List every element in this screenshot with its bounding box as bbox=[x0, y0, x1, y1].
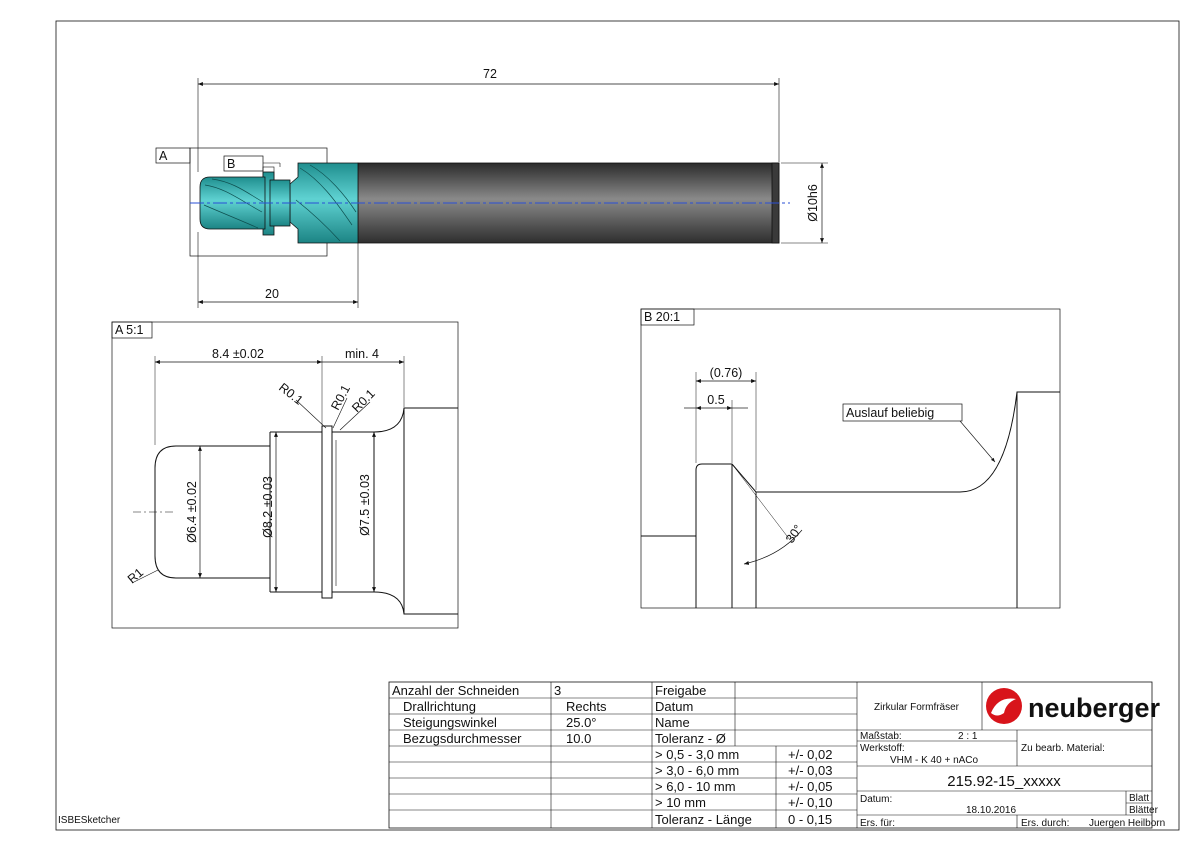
brand-logo-icon bbox=[986, 688, 1022, 724]
tool-name: Zirkular Formfräser bbox=[874, 702, 960, 713]
drawing-frame bbox=[55, 20, 1180, 831]
dim-dia-82: Ø8.2 ±0.03 bbox=[261, 476, 275, 538]
dim-dia-64: Ø6.4 ±0.02 bbox=[185, 481, 199, 543]
release-datum: Datum bbox=[655, 699, 693, 714]
tolerance-range-3: > 10 mm bbox=[655, 795, 706, 810]
tolerance-range-0: > 0,5 - 3,0 mm bbox=[655, 747, 739, 762]
date-label: Datum: bbox=[860, 794, 892, 805]
workpiece-label: Zu bearb. Material: bbox=[1021, 743, 1105, 754]
part-number: 215.92-15_xxxxx bbox=[947, 773, 1061, 790]
spec-value-2: 25.0° bbox=[566, 715, 597, 730]
tolerance-range-1: > 3,0 - 6,0 mm bbox=[655, 763, 739, 778]
detail-a-title: A 5:1 bbox=[115, 323, 144, 337]
spec-value-3: 10.0 bbox=[566, 731, 591, 746]
detail-a-marker: A bbox=[159, 149, 168, 163]
scale-label: Maßstab: bbox=[860, 731, 902, 742]
dim-total-length: 72 bbox=[483, 67, 497, 81]
radius-label-2: R0.1 bbox=[328, 382, 353, 412]
material-value: VHM - K 40 + nACo bbox=[890, 755, 979, 766]
radius-label-3: R0.1 bbox=[349, 387, 378, 416]
dim-shank-diameter: Ø10h6 bbox=[806, 184, 820, 222]
tolerance-range-2: > 6,0 - 10 mm bbox=[655, 779, 736, 794]
dim-ref-076: (0.76) bbox=[710, 366, 743, 380]
tolerance-value-1: +/- 0,03 bbox=[788, 763, 832, 778]
replacement-for-label: Ers. für: bbox=[860, 818, 895, 829]
date-value: 18.10.2016 bbox=[966, 805, 1016, 816]
tolerance-length-value: 0 - 0,15 bbox=[788, 812, 832, 827]
detail-a-view: A 5:1 8.4 ±0.02 min. 4 R0.1 R0.1 R0 bbox=[111, 321, 459, 629]
spec-label-1: Drallrichtung bbox=[403, 699, 476, 714]
tolerance-value-3: +/- 0,10 bbox=[788, 795, 832, 810]
spec-label-3: Bezugsdurchmesser bbox=[403, 731, 522, 746]
dim-cutting-length: 20 bbox=[265, 287, 279, 301]
radius-label-r1: R1 bbox=[125, 565, 146, 586]
scale-value: 2 : 1 bbox=[958, 731, 978, 742]
dim-min-length: min. 4 bbox=[345, 347, 379, 361]
brand-name: neuberger bbox=[1028, 693, 1161, 723]
detail-b-view: B 20:1 (0.76) 0.5 Auslauf beliebig 30° bbox=[640, 308, 1061, 609]
material-label: Werkstoff: bbox=[860, 743, 905, 754]
replaced-by-value: Juergen Heilborn bbox=[1089, 818, 1165, 829]
sheet-label: Blatt bbox=[1129, 793, 1149, 804]
release-name: Name bbox=[655, 715, 690, 730]
replaced-by-label: Ers. durch: bbox=[1021, 818, 1069, 829]
dim-width-05: 0.5 bbox=[707, 393, 724, 407]
dim-head-length: 8.4 ±0.02 bbox=[212, 347, 264, 361]
detail-b-marker: B bbox=[227, 157, 235, 171]
tolerance-value-0: +/- 0,02 bbox=[788, 747, 832, 762]
tolerance-length-label: Toleranz - Länge bbox=[655, 812, 752, 827]
spec-value-0: 3 bbox=[554, 683, 561, 698]
tolerance-header: Toleranz - Ø bbox=[655, 731, 726, 746]
radius-label-1: R0.1 bbox=[276, 380, 305, 407]
release-freigabe: Freigabe bbox=[655, 683, 706, 698]
tolerance-value-2: +/- 0,05 bbox=[788, 779, 832, 794]
spec-label-0: Anzahl der Schneiden bbox=[392, 683, 519, 698]
dim-dia-75: Ø7.5 ±0.03 bbox=[358, 474, 372, 536]
title-block: Zirkular Formfräser neuberger Maßstab: 2… bbox=[857, 682, 1165, 829]
software-label: ISBESketcher bbox=[58, 815, 121, 826]
main-view: A B 72 20 bbox=[155, 67, 828, 308]
spec-table: Anzahl der Schneiden 3 Drallrichtung Rec… bbox=[388, 681, 1153, 829]
angle-30: 30° bbox=[783, 522, 805, 546]
sheets-label: Blätter bbox=[1129, 805, 1159, 816]
spec-label-2: Steigungswinkel bbox=[403, 715, 497, 730]
spec-value-1: Rechts bbox=[566, 699, 607, 714]
detail-b-title: B 20:1 bbox=[644, 310, 680, 324]
note-auslauf: Auslauf beliebig bbox=[846, 406, 934, 420]
